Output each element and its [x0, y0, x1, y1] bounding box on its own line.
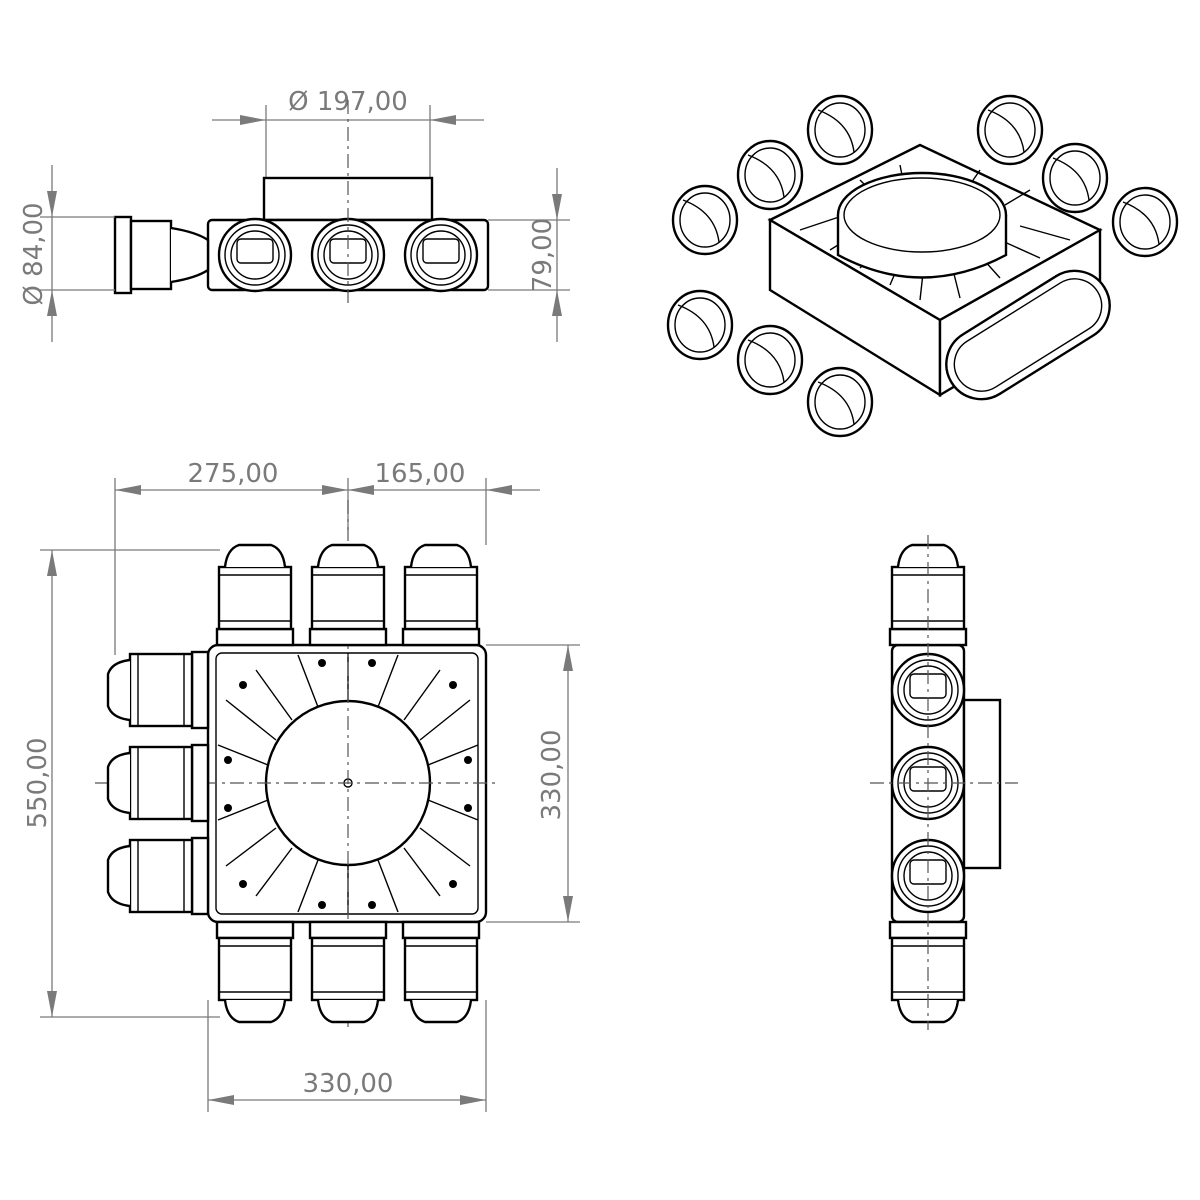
side-spigot [113, 215, 210, 295]
dim-label: 79,00 [528, 218, 558, 292]
bottom-spigots [215, 920, 481, 1024]
iso-pipe [806, 94, 874, 166]
side-view [870, 535, 1018, 1030]
side-collar [962, 698, 1002, 870]
port-circle [403, 217, 479, 293]
iso-pipe [736, 139, 804, 211]
dim-length-275-165: 275,00 165,00 [114, 459, 540, 655]
dim-label: 330,00 [303, 1069, 394, 1099]
dim-width-330: 330,00 [207, 1000, 487, 1112]
isometric-view [666, 94, 1179, 438]
iso-oval-port [945, 269, 1111, 401]
iso-pipe [666, 289, 734, 361]
port-circle [890, 838, 966, 914]
top-view: 275,00 165,00 550,00 330,00 [23, 459, 580, 1112]
iso-pipe [1111, 186, 1179, 258]
dim-height-330: 330,00 [486, 644, 580, 923]
iso-pipe [671, 184, 739, 256]
dim-height-79: 79,00 [488, 168, 570, 342]
dim-height-550: 550,00 [23, 549, 220, 1018]
iso-pipe [1041, 142, 1109, 214]
front-view: Ø 197,00 Ø 84,00 [19, 87, 570, 342]
dim-label: 550,00 [23, 738, 53, 829]
mounting-dots [224, 659, 472, 909]
radial-ribs [217, 653, 479, 914]
dim-label: Ø 84,00 [19, 202, 49, 305]
iso-pipe [736, 324, 804, 396]
iso-pipe [806, 366, 874, 438]
iso-pipe [976, 94, 1044, 166]
dim-label: 275,00 [188, 459, 279, 489]
top-spigots [215, 543, 481, 647]
dim-diameter-84: Ø 84,00 [19, 165, 115, 342]
port-circle [217, 217, 293, 293]
left-spigots [106, 650, 210, 916]
dim-label: 165,00 [375, 459, 466, 489]
dim-label: 330,00 [537, 730, 567, 821]
